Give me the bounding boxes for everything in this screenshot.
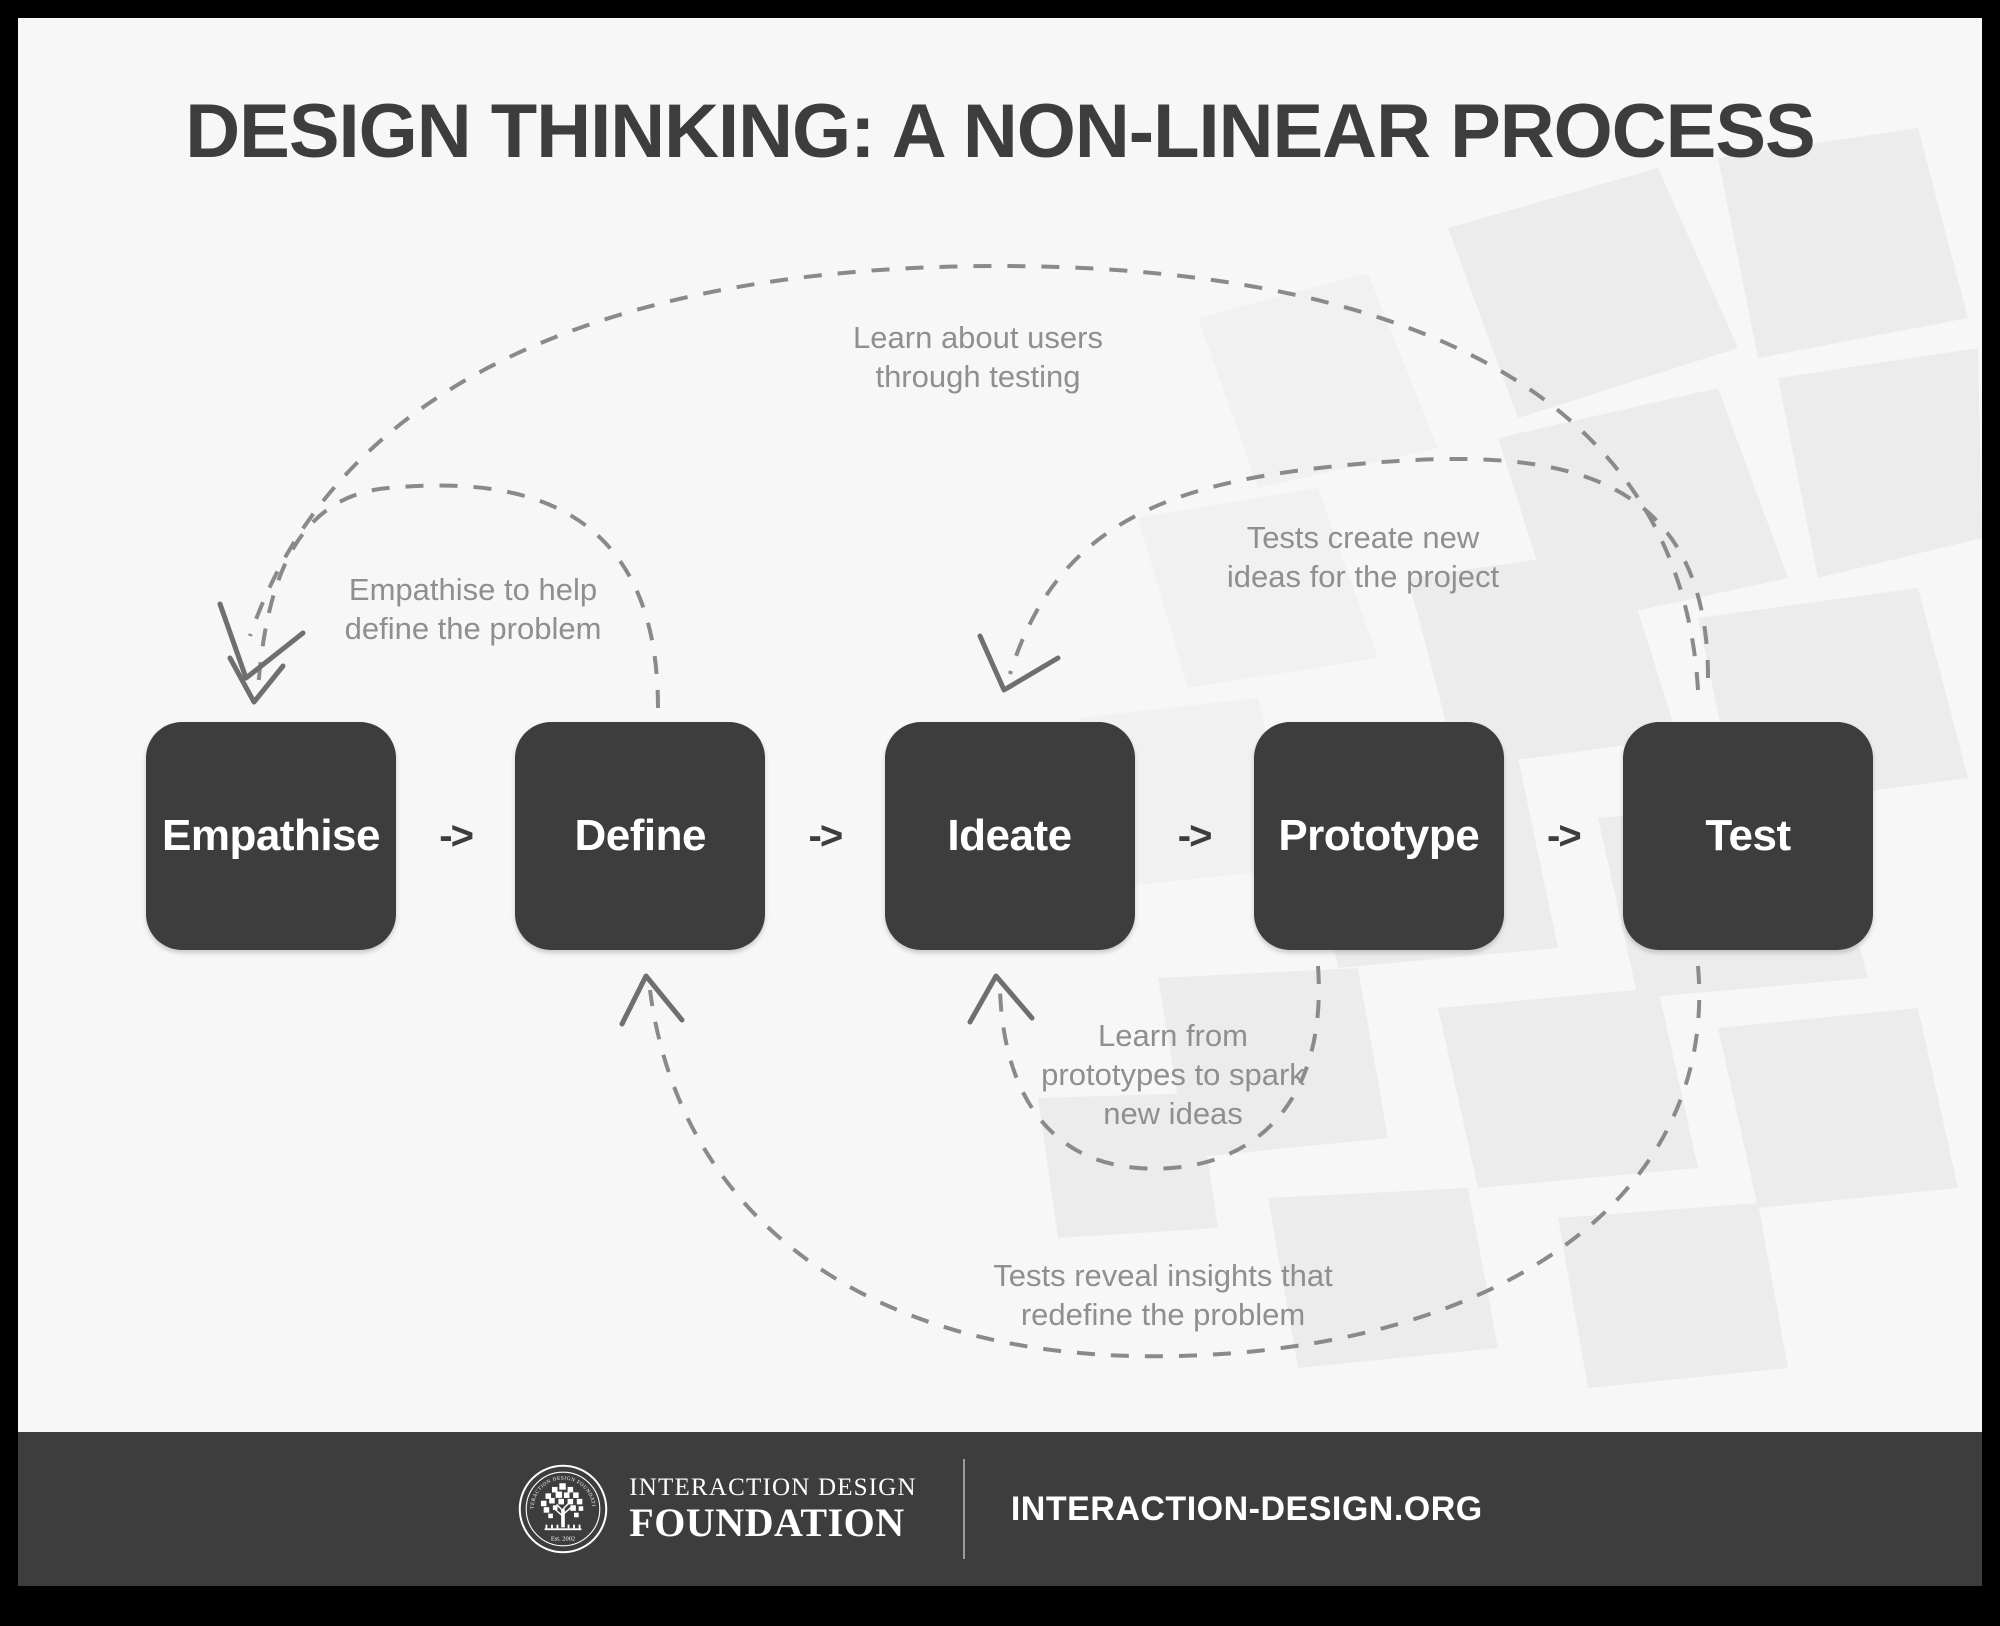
arrow-define-to-ideate: -> <box>808 814 844 858</box>
caption-empathise-to-help: Empathise to help define the problem <box>344 572 602 647</box>
seal-ring-text: INTERACTION DESIGN FOUNDATION <box>517 1463 596 1509</box>
footer-bar: Est. 2002 INTERACTION DESIGN FOUNDATION … <box>18 1432 1982 1586</box>
caption-learn-from-prototypes: Learn from prototypes to spark new ideas <box>1041 1018 1305 1132</box>
stage-box-ideate[interactable]: Ideate <box>884 722 1135 950</box>
process-stage-row: Empathise -> Define -> Ideate -> Prototy… <box>146 722 1873 950</box>
arrowhead-ideate-top <box>977 633 1061 693</box>
caption-tests-create-new: Tests create new ideas for the project <box>1226 520 1500 595</box>
footer-website-url[interactable]: INTERACTION-DESIGN.ORG <box>1010 1489 1483 1528</box>
arrowhead-empathise-top <box>227 655 286 705</box>
poster-canvas: DESIGN THINKING: A NON-LINEAR PROCESS .d… <box>18 18 1982 1586</box>
arrow-empathise-to-define: -> <box>439 814 474 858</box>
stage-label-empathise: Empathise <box>161 811 381 860</box>
arrowhead-define-bottom <box>619 973 685 1027</box>
loop-prototype-to-ideate <box>998 965 1321 1171</box>
caption-tests-reveal-insights: Tests reveal insights that redefine the … <box>993 1258 1333 1333</box>
loop-test-to-define <box>648 965 1702 1359</box>
stage-box-define[interactable]: Define <box>515 722 766 950</box>
stage-label-ideate: Ideate <box>947 811 1072 860</box>
footer-content: Est. 2002 INTERACTION DESIGN FOUNDATION … <box>517 1459 1482 1559</box>
stage-label-prototype: Prototype <box>1278 811 1480 860</box>
feedback-loops-layer: .dash { fill: none; stroke: #8a8a8a; str… <box>217 263 1710 1359</box>
arrow-ideate-to-prototype: -> <box>1177 814 1213 858</box>
idf-tree-seal-icon: Est. 2002 INTERACTION DESIGN FOUNDATION <box>517 1463 608 1554</box>
page-title: DESIGN THINKING: A NON-LINEAR PROCESS <box>185 89 1815 174</box>
brand-wordmark: INTERACTION DESIGN FOUNDATION <box>629 1475 917 1543</box>
loop-test-to-ideate <box>1008 457 1710 679</box>
arrowhead-ideate-bottom <box>967 973 1035 1025</box>
brand-line-interaction-design: INTERACTION DESIGN <box>629 1474 917 1501</box>
loop-define-to-empathise <box>256 483 660 709</box>
stage-label-test: Test <box>1705 811 1791 860</box>
stage-box-empathise[interactable]: Empathise <box>146 722 396 950</box>
seal-est-text: Est. 2002 <box>551 1535 575 1542</box>
brand-lockup[interactable]: Est. 2002 INTERACTION DESIGN FOUNDATION … <box>517 1463 917 1555</box>
stage-box-test[interactable]: Test <box>1623 722 1873 950</box>
arrow-prototype-to-test: -> <box>1547 814 1582 858</box>
brand-line-foundation: FOUNDATION <box>629 1500 905 1545</box>
stage-box-prototype[interactable]: Prototype <box>1253 722 1504 950</box>
caption-learn-about-users: Learn about users through testing <box>853 320 1103 395</box>
loop-test-to-empathise <box>248 263 1700 691</box>
footer-divider <box>962 1459 965 1559</box>
arrowhead-empathise-outer-top <box>217 601 306 681</box>
stage-label-define: Define <box>574 811 707 860</box>
